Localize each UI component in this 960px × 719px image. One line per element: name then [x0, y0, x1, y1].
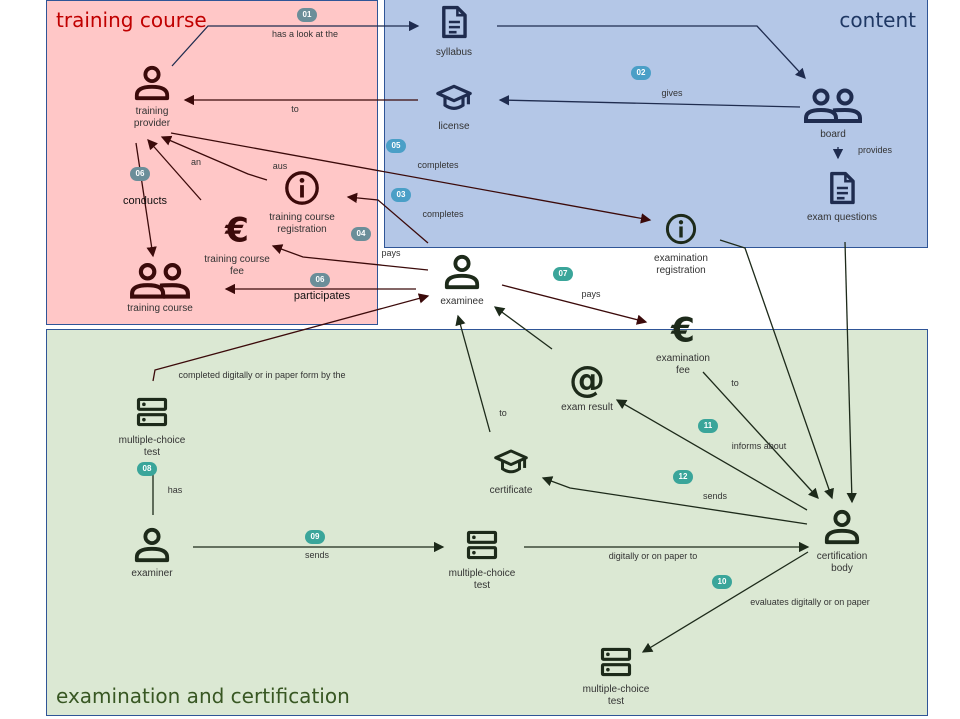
- edge-label: has: [167, 485, 183, 495]
- step-badge: 11: [698, 419, 718, 433]
- step-badge: 12: [673, 470, 693, 484]
- step-badge: 06: [130, 167, 150, 181]
- edge-label: evaluates digitally or on paper: [750, 597, 870, 607]
- node-label-examiner: examiner: [131, 568, 173, 579]
- node-label-certification-body: certification body: [816, 551, 868, 574]
- server-icon: [136, 397, 168, 427]
- edge-label: to: [291, 104, 299, 114]
- person-icon: [824, 509, 860, 545]
- edge-7: [160, 135, 268, 181]
- info-icon: [285, 171, 319, 205]
- edge-label: participates: [293, 290, 351, 302]
- node-label-multiple-choice-test-2: multiple-choice test: [448, 568, 516, 591]
- region-title-training-course: training course: [56, 8, 207, 32]
- step-badge: 06: [310, 273, 330, 287]
- edge-label: digitally or on paper to: [608, 551, 698, 561]
- node-label-examination-fee: examination fee: [656, 353, 710, 376]
- graduation-cap-icon: [494, 449, 528, 474]
- region-training-course: [46, 0, 378, 325]
- edge-15: [493, 306, 553, 350]
- step-badge: 09: [305, 530, 325, 544]
- node-label-training-provider: training provider: [133, 106, 171, 129]
- step-badge: 03: [391, 188, 411, 202]
- edge-label: provides: [857, 145, 893, 155]
- edge-21: [541, 476, 808, 525]
- edge-label: pays: [581, 289, 601, 299]
- edge-18: [719, 239, 834, 500]
- group-icon: [804, 88, 862, 123]
- edge-label: aus: [272, 161, 288, 171]
- person-icon: [134, 65, 170, 101]
- graduation-cap-icon: [436, 84, 472, 110]
- edge-19: [844, 241, 857, 504]
- edge-label: to: [499, 408, 507, 418]
- region-title-exam-certification: examination and certification: [56, 684, 350, 708]
- node-label-certificate: certificate: [489, 485, 533, 496]
- edge-13: [501, 284, 648, 325]
- region-title-content: content: [839, 8, 916, 32]
- edge-label: completes: [417, 160, 459, 170]
- person-icon: [444, 254, 480, 290]
- edge-label: an: [190, 157, 202, 167]
- edge-17: [702, 371, 819, 499]
- edge-9: [135, 142, 157, 258]
- step-badge: 07: [553, 267, 573, 281]
- group-icon: [132, 265, 188, 297]
- node-label-training-course-fee: training course fee: [204, 254, 270, 277]
- edge-label: completes: [422, 209, 464, 219]
- node-label-multiple-choice-test-1: multiple-choice test: [118, 435, 186, 458]
- node-label-training-course-registration: training course registration: [269, 212, 335, 235]
- node-label-exam-result: exam result: [561, 402, 613, 413]
- edge-4: [498, 95, 801, 108]
- edge-label: conducts: [122, 195, 168, 207]
- edge-1: [171, 20, 420, 67]
- edge-label: sends: [304, 550, 330, 560]
- euro-icon: [224, 212, 249, 248]
- at-icon: [568, 361, 606, 399]
- euro-icon: [670, 312, 695, 348]
- edge-11: [271, 244, 429, 271]
- step-badge: 02: [631, 66, 651, 80]
- edge-16: [455, 314, 491, 433]
- server-icon: [466, 530, 498, 560]
- step-badge: 04: [351, 227, 371, 241]
- info-icon: [665, 213, 697, 245]
- edge-6: [170, 132, 652, 224]
- node-label-examination-registration: examination registration: [654, 253, 708, 276]
- step-badge: 08: [137, 462, 157, 476]
- edge-label: sends: [702, 491, 728, 501]
- node-label-license: license: [438, 121, 470, 132]
- edge-20: [615, 399, 808, 511]
- edge-label: to: [731, 378, 739, 388]
- node-label-board: board: [820, 129, 846, 140]
- region-exam-certification: [46, 329, 928, 716]
- step-badge: 05: [386, 139, 406, 153]
- edge-2: [497, 25, 806, 79]
- edge-10: [346, 192, 429, 244]
- document-icon: [830, 171, 855, 205]
- server-icon: [600, 647, 632, 677]
- edge-25: [641, 551, 809, 653]
- edge-label: has a look at the: [271, 29, 339, 39]
- node-label-syllabus: syllabus: [435, 47, 473, 58]
- node-label-multiple-choice-test-3: multiple-choice test: [582, 684, 650, 707]
- step-badge: 01: [297, 8, 317, 22]
- edge-label: pays: [381, 248, 401, 258]
- edge-14: [152, 293, 430, 382]
- region-content: [384, 0, 928, 248]
- node-label-examinee: examinee: [440, 296, 484, 307]
- node-label-training-course: training course: [127, 303, 193, 314]
- edge-label: gives: [661, 88, 683, 98]
- edge-label: informs about: [731, 441, 787, 451]
- person-icon: [134, 527, 170, 563]
- node-label-exam-questions: exam questions: [806, 212, 878, 223]
- step-badge: 10: [712, 575, 732, 589]
- edge-8: [147, 139, 202, 201]
- edge-label: completed digitally or in paper form by …: [178, 370, 346, 380]
- document-icon: [442, 5, 467, 39]
